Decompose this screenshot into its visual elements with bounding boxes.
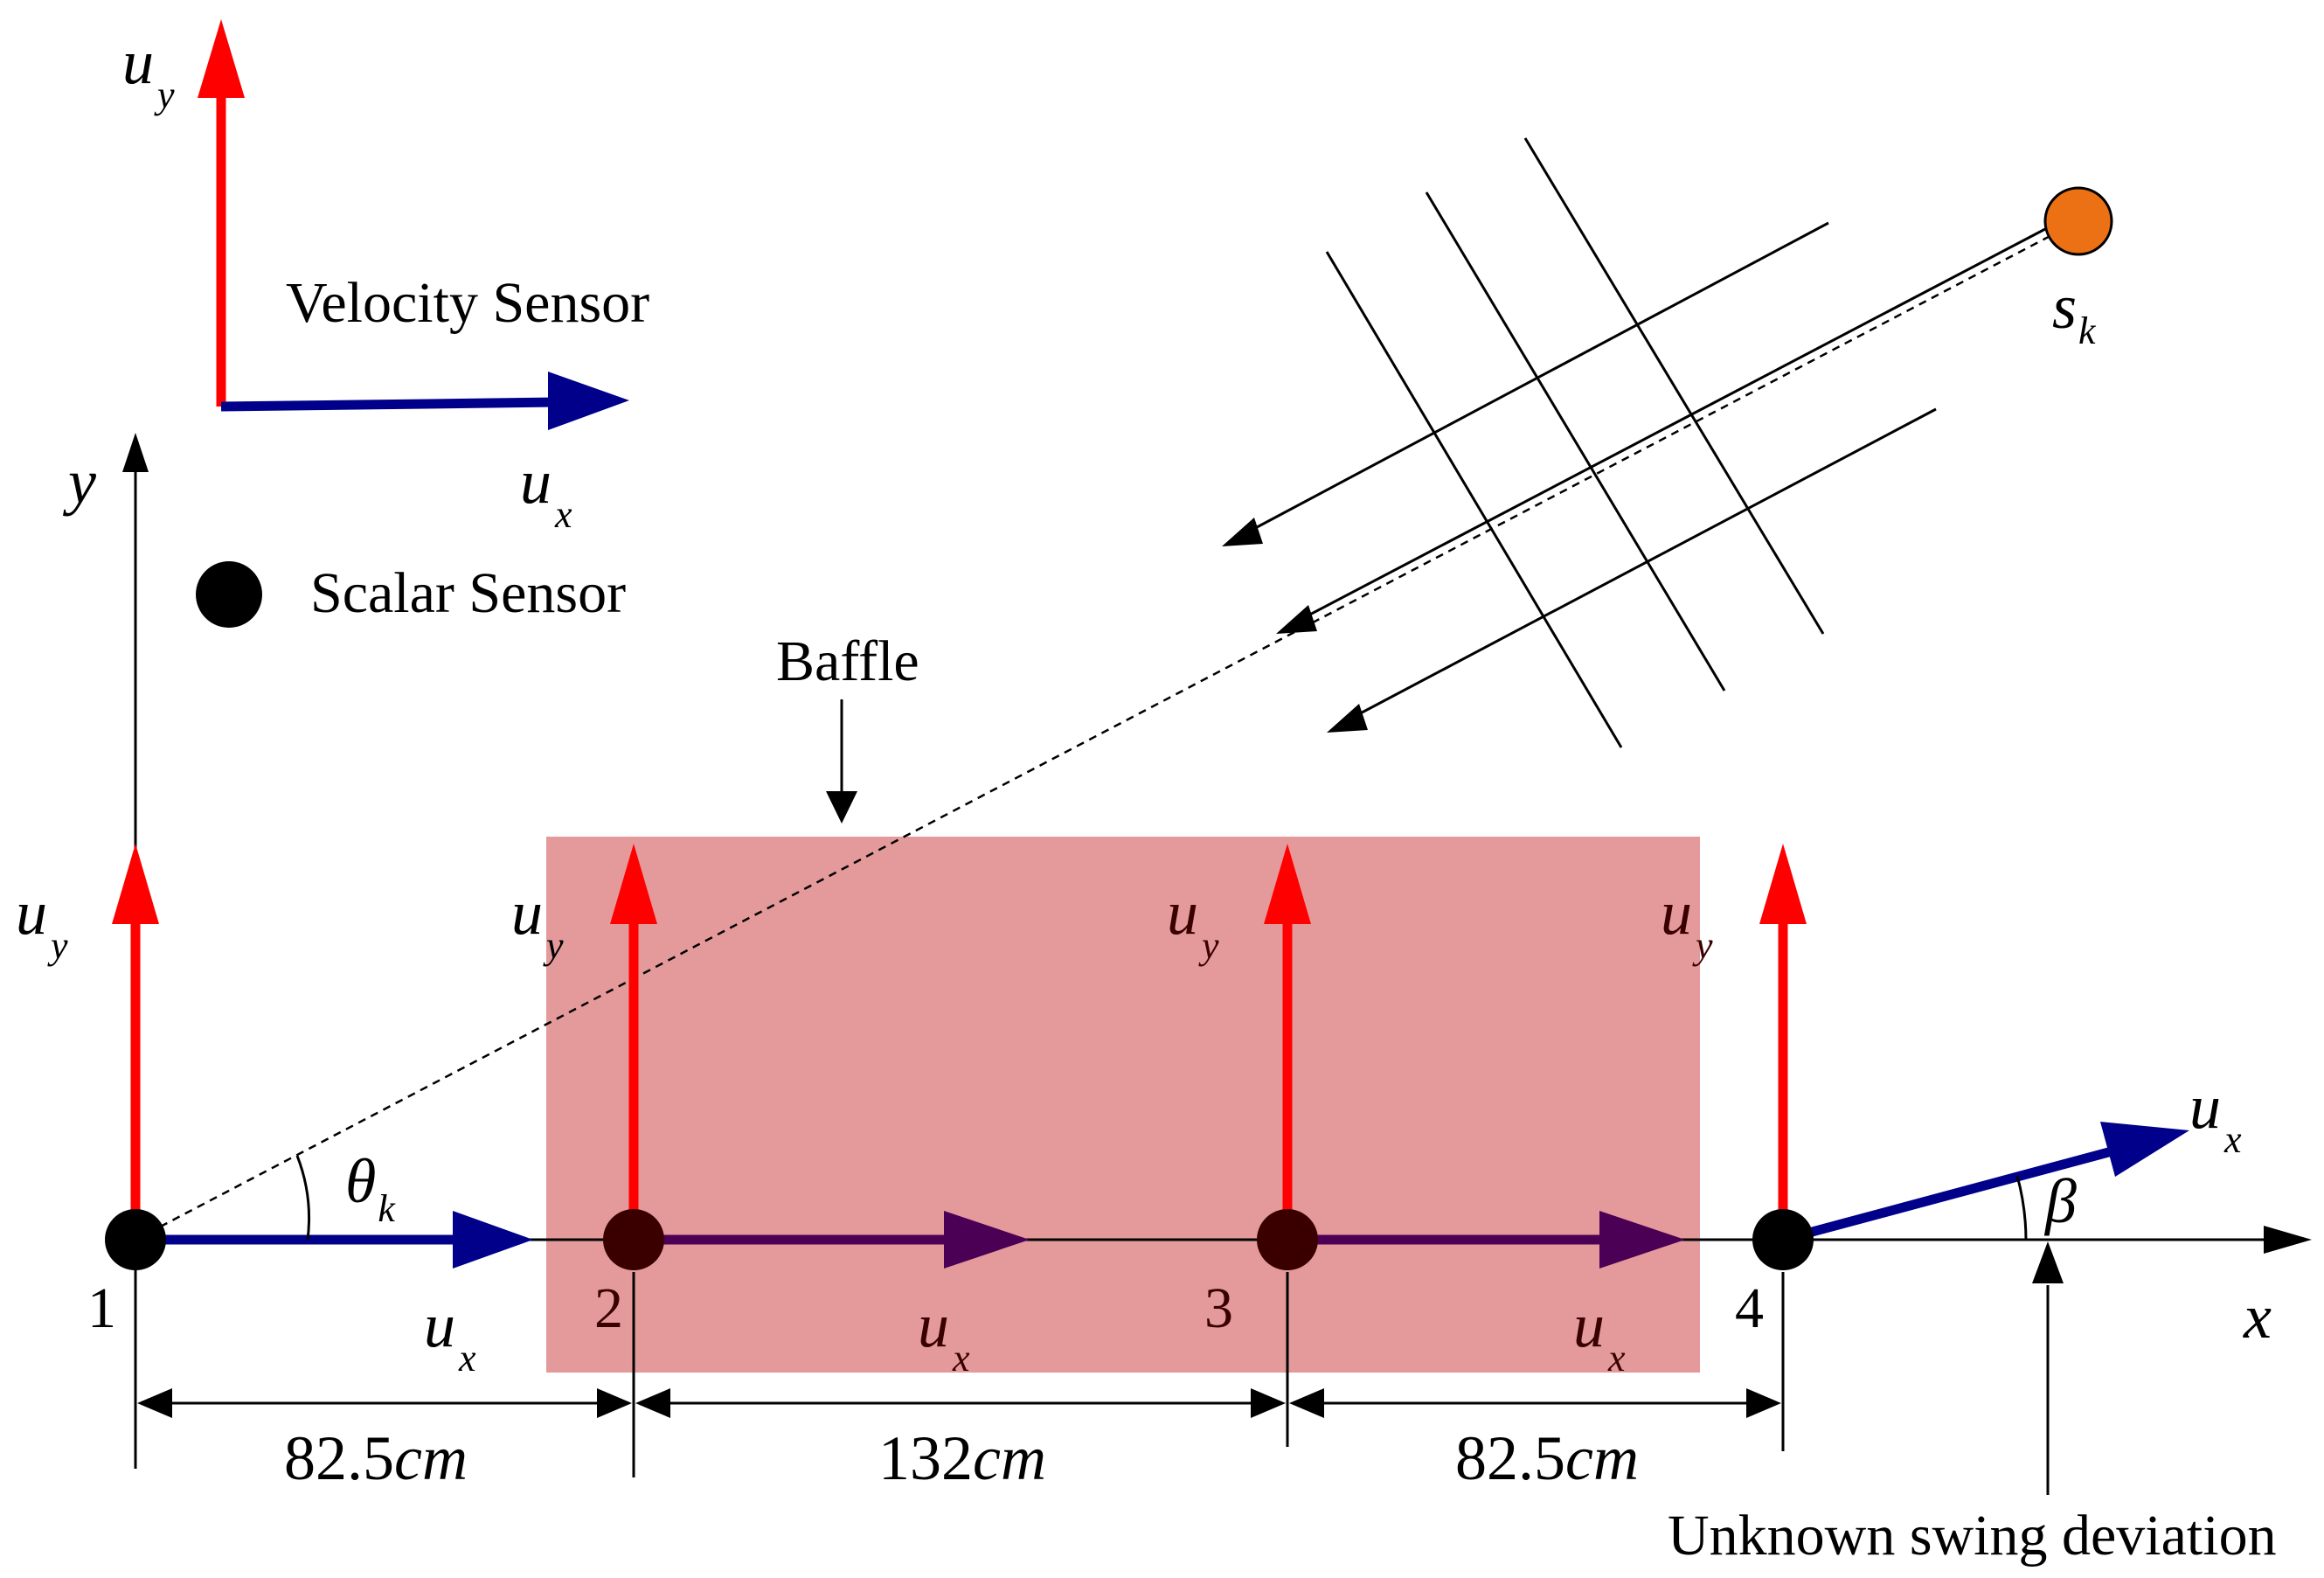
sensor-1 <box>105 1209 166 1270</box>
baffle-pointer-arrow <box>826 699 857 824</box>
legend-scalar-sensor-dot <box>196 561 262 628</box>
swing-deviation-pointer <box>2032 1241 2064 1495</box>
sensor-2 <box>603 1209 664 1270</box>
beta-label: β <box>2043 1166 2077 1236</box>
wavefront-lines <box>1325 137 1825 748</box>
sensor-2-arrows <box>610 844 1030 1269</box>
sensor-3 <box>1257 1209 1318 1270</box>
x-axis-label: x <box>2243 1282 2272 1352</box>
y-axis-label: y <box>62 447 96 517</box>
sensor-2-ux-label: ux <box>918 1290 970 1380</box>
sensor-3-ux-label: ux <box>1573 1290 1626 1380</box>
source-label: sk <box>2052 272 2097 352</box>
sensor-2-uy-label: uy <box>511 878 564 967</box>
legend-uy-label: uy <box>122 27 175 116</box>
sensor-1-index: 1 <box>87 1276 116 1340</box>
beta-arc <box>2015 1175 2028 1241</box>
dimension-line-2 <box>635 1388 1286 1418</box>
baffle <box>546 837 1700 1373</box>
swing-deviation-label: Unknown swing deviation <box>1668 1504 2277 1568</box>
dimension-line-1 <box>137 1388 632 1418</box>
sensor-3-arrows <box>1264 844 1685 1269</box>
dimension-extension-lines <box>134 1272 1785 1477</box>
sensor-3-uy-label: uy <box>1167 878 1219 967</box>
sensor-4-uy-label: uy <box>1661 878 1713 967</box>
sensor-3-index: 3 <box>1204 1276 1233 1340</box>
sensor-4-ux-label: ux <box>2189 1072 2242 1161</box>
dimension-label-3: 82.5cm <box>1455 1423 1639 1493</box>
sensor-1-uy-label: uy <box>16 878 68 967</box>
baffle-label: Baffle <box>776 629 919 693</box>
theta-label: θk <box>345 1146 396 1230</box>
legend-velocity-sensor <box>198 19 629 430</box>
legend-scalar-sensor-label: Scalar Sensor <box>310 561 626 625</box>
source-marker <box>2043 186 2113 256</box>
theta-arc <box>295 1155 310 1241</box>
sensor-4-arrows <box>1759 844 2189 1245</box>
legend-ux-label: ux <box>520 447 572 536</box>
incidence-line <box>135 219 2079 1241</box>
sensor-4-index: 4 <box>1735 1276 1764 1340</box>
sensor-1-ux-label: ux <box>424 1290 476 1380</box>
wave-propagation-lines <box>1245 221 2046 720</box>
wave-arrowheads <box>1222 518 1368 733</box>
dimension-line-3 <box>1289 1388 1781 1418</box>
legend-velocity-sensor-label: Velocity Sensor <box>286 271 649 335</box>
sensor-4 <box>1752 1209 1814 1270</box>
sensor-2-index: 2 <box>594 1276 623 1340</box>
dimension-label-2: 132cm <box>878 1423 1046 1493</box>
sensor-1-arrows <box>112 844 533 1269</box>
dimension-label-1: 82.5cm <box>284 1423 468 1493</box>
